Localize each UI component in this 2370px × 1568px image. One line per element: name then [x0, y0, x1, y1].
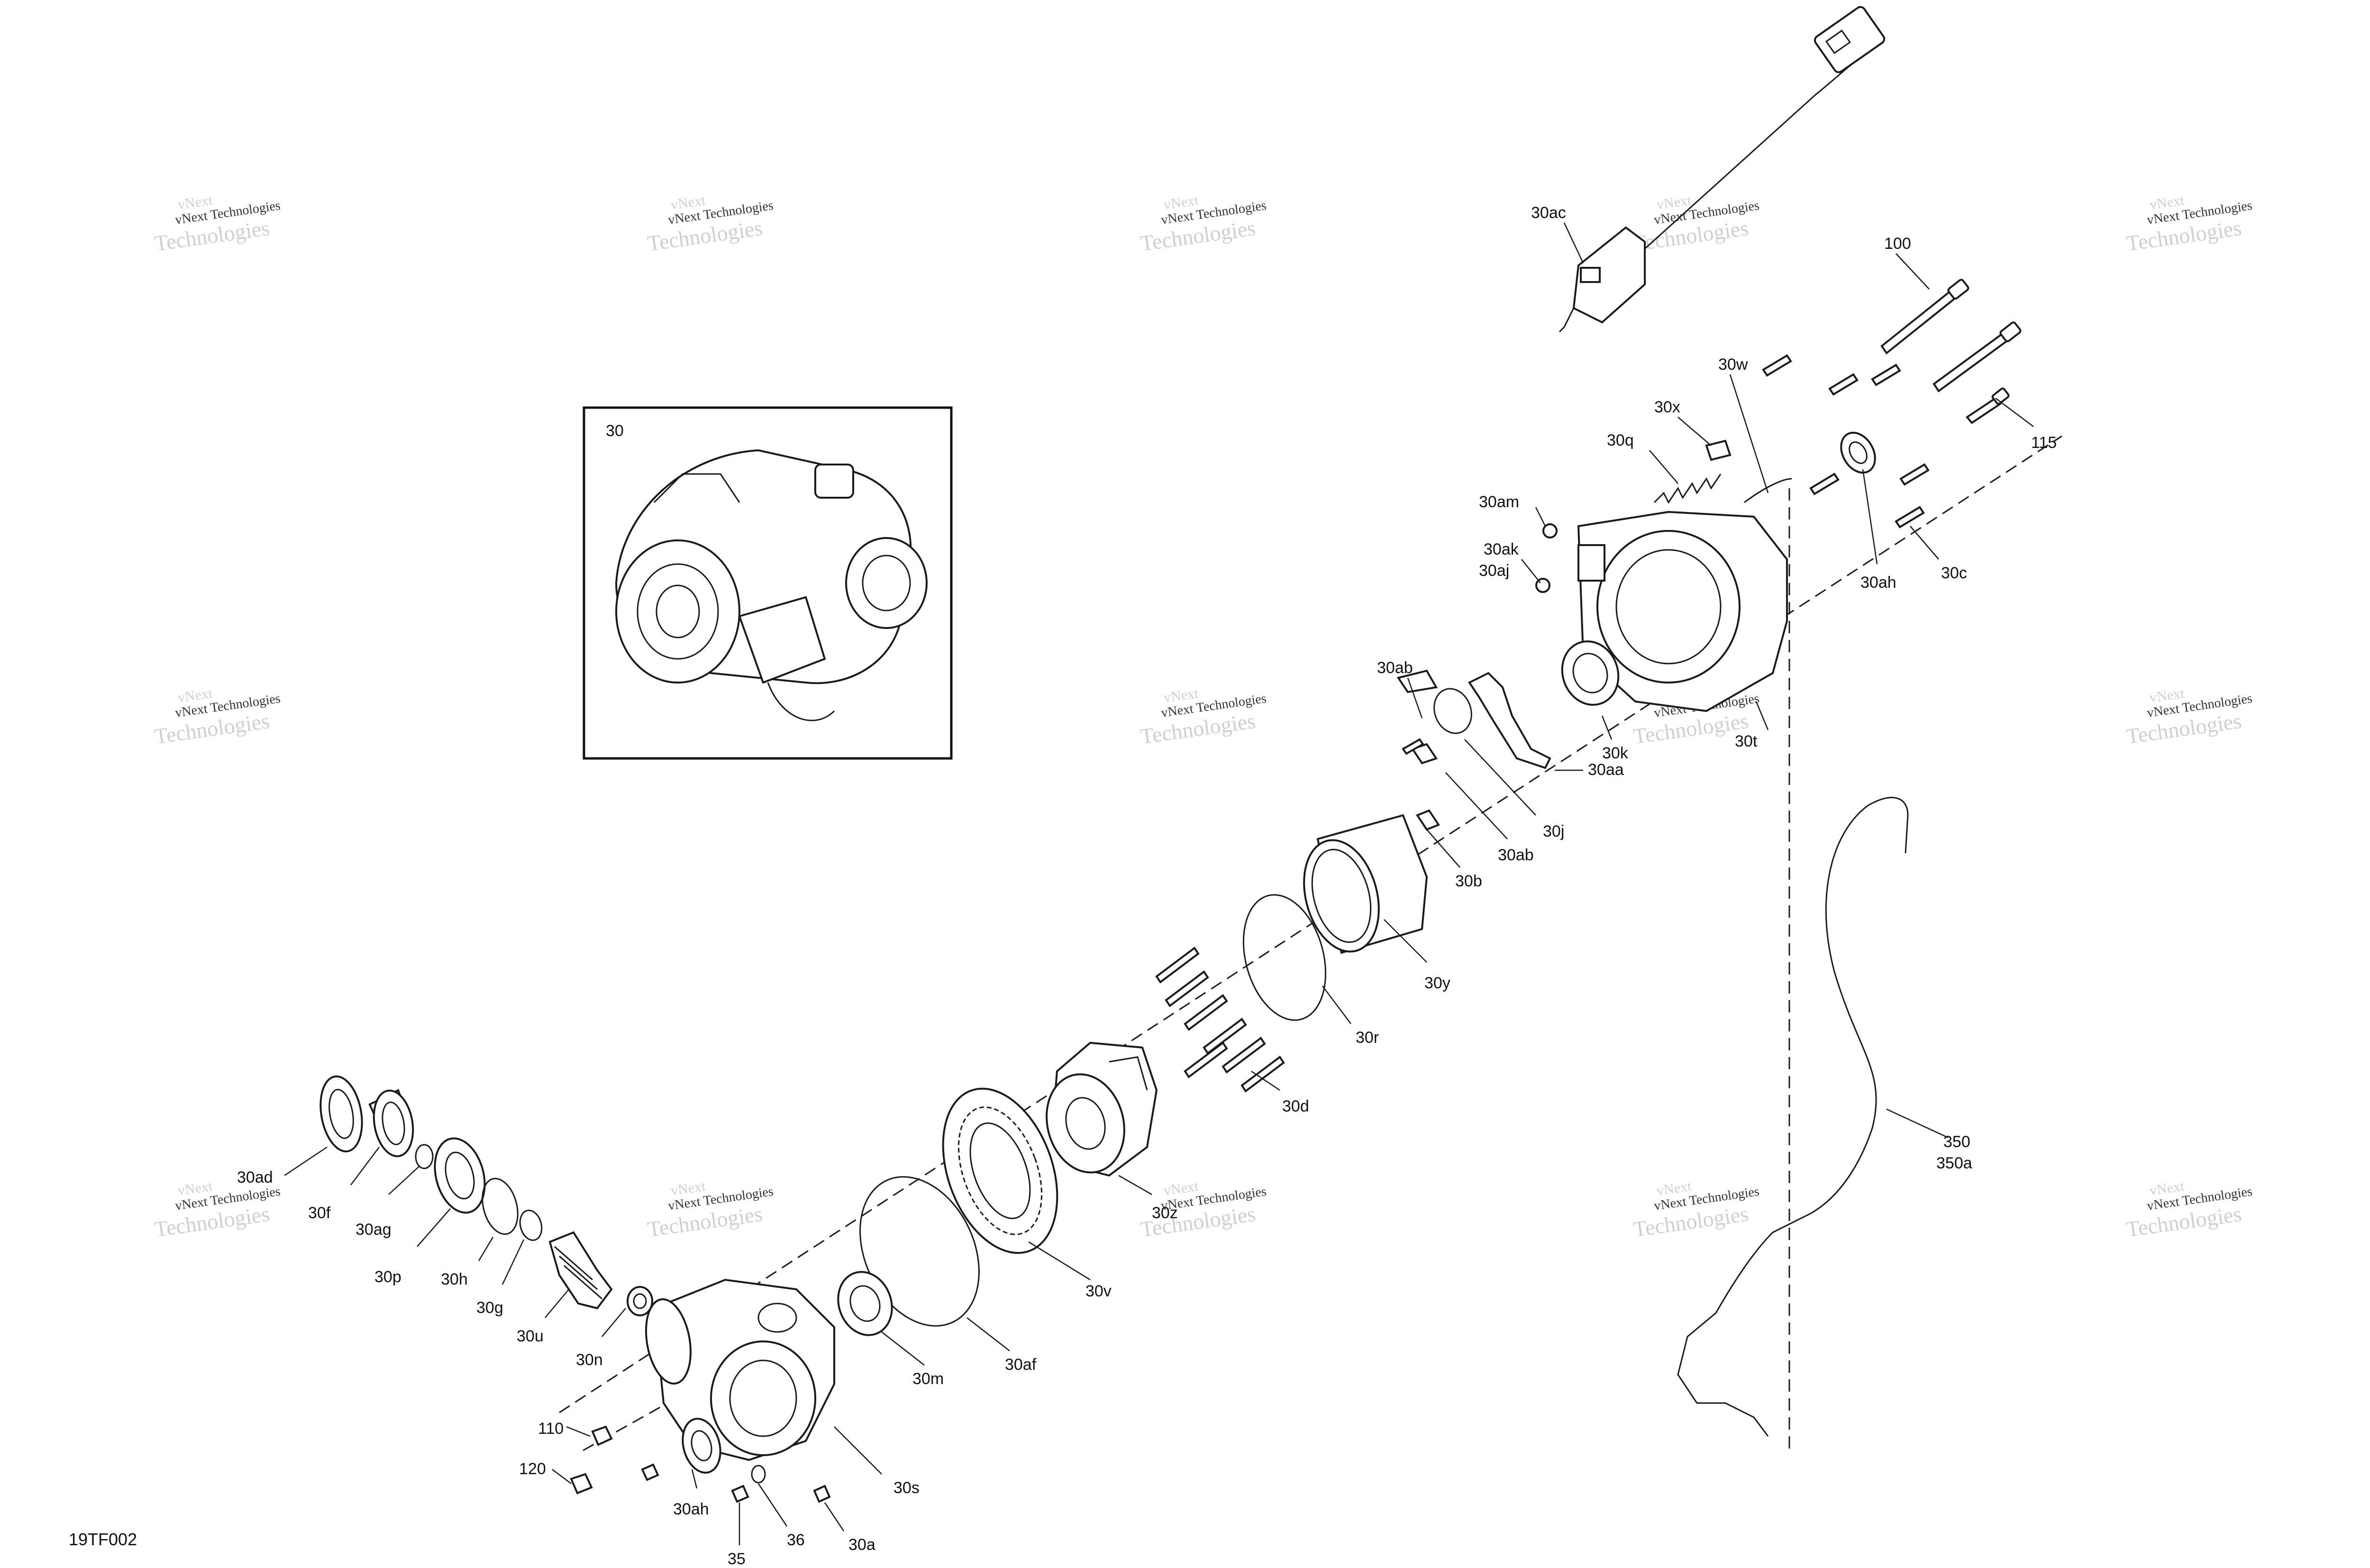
callout-30h: 30h — [441, 1270, 468, 1288]
callout-30q: 30q — [1607, 431, 1634, 449]
ring-gear-30v — [942, 1087, 1058, 1254]
callout-30a: 30a — [848, 1536, 875, 1554]
washer-36 — [751, 1465, 766, 1484]
callout-30ad: 30ad — [237, 1168, 273, 1186]
ring-30ag — [415, 1144, 434, 1169]
seal-30ad — [319, 1075, 363, 1153]
callout-30y: 30y — [1424, 974, 1450, 992]
bearing-30n — [627, 1286, 653, 1316]
sleeve-30y — [1303, 814, 1428, 954]
differential-30z — [1046, 1041, 1158, 1177]
bearing-30f — [368, 1089, 414, 1158]
callout-30u: 30u — [517, 1327, 544, 1345]
callout-30p: 30p — [374, 1268, 401, 1286]
plug-30a — [813, 1485, 831, 1503]
callout-labels: 30ac 100 30w 30x 30q 115 30am 30ak 30aj … — [237, 204, 2057, 1568]
callout-30aa: 30aa — [1588, 761, 1624, 779]
callout-350: 350 — [1943, 1133, 1970, 1151]
callout-35: 35 — [728, 1550, 746, 1568]
callout-30x: 30x — [1654, 398, 1680, 416]
watermark: vNext vNext Technologies Technologies — [1632, 1178, 1760, 1242]
callout-30ac: 30ac — [1531, 204, 1566, 222]
callout-30n: 30n — [576, 1351, 603, 1369]
callout-30s: 30s — [893, 1479, 920, 1497]
callout-30g: 30g — [476, 1299, 503, 1317]
callout-30ab-upper: 30ab — [1377, 659, 1413, 677]
callout-30m: 30m — [912, 1370, 944, 1388]
spring-30q — [1653, 439, 1792, 504]
callout-30am: 30am — [1479, 493, 1519, 511]
callout-30ah-lower: 30ah — [673, 1500, 709, 1518]
ring-30r — [1242, 894, 1327, 1021]
small-bolts-30c — [1762, 354, 1930, 529]
assembled-unit-inset: 30 — [583, 406, 953, 760]
callout-110: 110 — [538, 1420, 564, 1438]
callout-30ab-lower: 30ab — [1498, 846, 1534, 864]
callout-30b: 30b — [1455, 872, 1482, 890]
assembled-unit-illustration — [615, 449, 928, 721]
callout-30j: 30j — [1543, 822, 1564, 840]
ring-30h — [482, 1177, 519, 1235]
callout-30z: 30z — [1152, 1204, 1178, 1222]
bearing-30m — [837, 1271, 893, 1336]
diagram-code: 19TF002 — [69, 1530, 137, 1549]
inset-label: 30 — [606, 422, 624, 440]
leader-lines — [284, 222, 2034, 1545]
callout-30r: 30r — [1356, 1029, 1379, 1047]
callout-30ah-upper: 30ah — [1860, 574, 1896, 592]
shift-fork-30aa — [1396, 669, 1551, 831]
vent-hose-350 — [1677, 797, 1909, 1437]
callout-30v: 30v — [1085, 1282, 1112, 1300]
ring-30g — [519, 1210, 543, 1241]
callout-30k: 30k — [1602, 744, 1629, 762]
bearing-30p — [434, 1137, 486, 1214]
seal-30k — [1561, 640, 1620, 706]
callout-30f: 30f — [308, 1204, 331, 1222]
front-housing-30s — [645, 1278, 835, 1461]
plug-120 — [570, 1473, 593, 1495]
callout-30af: 30af — [1005, 1356, 1037, 1374]
seal-30ah-lower — [641, 1418, 721, 1481]
plug-110 — [591, 1425, 613, 1446]
callout-30w: 30w — [1718, 356, 1748, 374]
callout-120: 120 — [519, 1460, 546, 1478]
callout-30c: 30c — [1941, 564, 1967, 582]
callout-36: 36 — [787, 1531, 805, 1549]
bolts-30d — [1155, 947, 1285, 1093]
callout-30d: 30d — [1282, 1097, 1309, 1115]
callout-30ag: 30ag — [356, 1221, 392, 1239]
wiring-harness-30ac — [1559, 6, 1886, 333]
callout-30t: 30t — [1735, 732, 1758, 750]
callout-100: 100 — [1884, 235, 1911, 253]
bolts-100-115 — [1880, 279, 2022, 424]
callout-30aj: 30aj — [1479, 562, 1509, 580]
plug-35 — [731, 1485, 749, 1503]
main-assembly-axis — [559, 435, 2062, 1413]
callout-30ak: 30ak — [1484, 540, 1519, 558]
callout-350a: 350a — [1936, 1154, 1972, 1172]
pinion-30u — [548, 1231, 613, 1310]
callout-115: 115 — [2031, 434, 2057, 452]
